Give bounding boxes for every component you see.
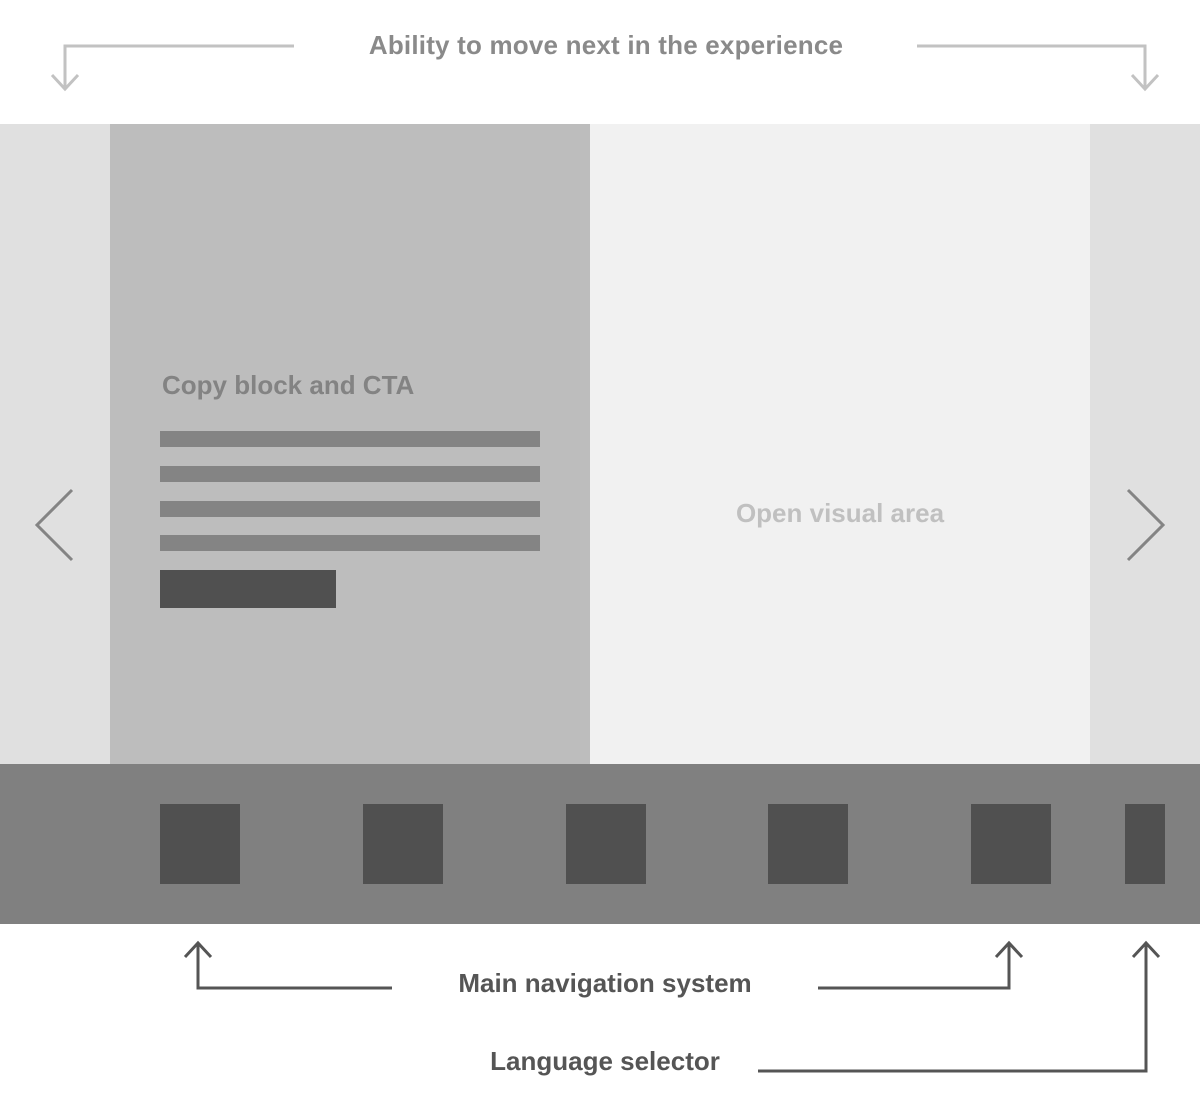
language-annotation: Language selector: [490, 1046, 720, 1076]
cta-button[interactable]: [160, 570, 336, 608]
copy-text-line: [160, 431, 540, 447]
top-left-arrow: [50, 44, 294, 92]
copy-text-line: [160, 466, 540, 482]
nav-left-arrow: [183, 940, 392, 990]
copy-text-line: [160, 501, 540, 517]
nav-item[interactable]: [971, 804, 1051, 884]
top-right-arrow: [917, 44, 1160, 92]
visual-area: [590, 124, 1090, 764]
language-selector[interactable]: [1125, 804, 1165, 884]
nav-item[interactable]: [768, 804, 848, 884]
nav-item[interactable]: [566, 804, 646, 884]
nav-item[interactable]: [160, 804, 240, 884]
nav-right-arrow: [818, 940, 1024, 990]
navigation-annotation: Main navigation system: [458, 968, 752, 998]
nav-item[interactable]: [363, 804, 443, 884]
copy-block-title: Copy block and CTA: [162, 370, 415, 400]
chevron-left-icon[interactable]: [34, 488, 74, 562]
visual-area-label: Open visual area: [735, 498, 945, 528]
language-arrow: [758, 940, 1161, 1073]
next-experience-annotation: Ability to move next in the experience: [368, 30, 844, 60]
chevron-right-icon[interactable]: [1126, 488, 1166, 562]
copy-text-line: [160, 535, 540, 551]
